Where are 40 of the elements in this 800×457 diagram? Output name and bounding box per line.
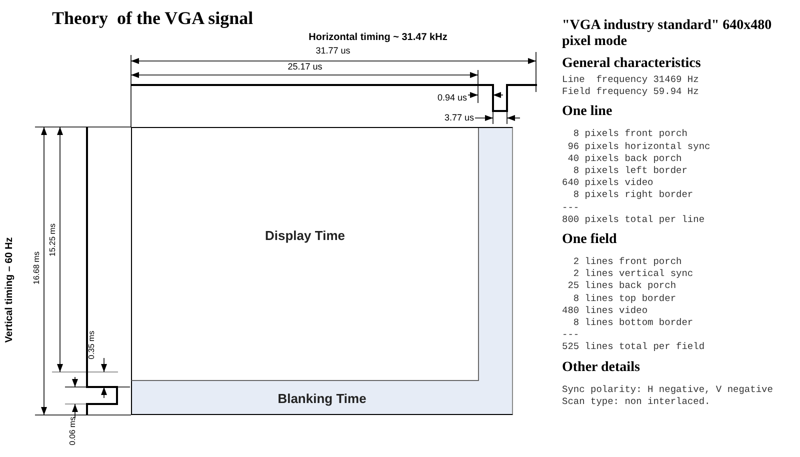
dimension-label: 15.25 ms: [49, 224, 57, 256]
dimension-label: 31.77 us: [316, 46, 350, 56]
area-label: Blanking Time: [278, 390, 366, 408]
spec-line: 8 pixels left border: [572, 165, 688, 178]
dimension-label: 0.35 ms: [88, 330, 96, 360]
spec-line: 8 lines top border: [572, 292, 678, 305]
blanking-area: [131, 127, 513, 415]
spec-line: 640 pixels video: [562, 177, 654, 190]
spec-line: Sync polarity: H negative, V negative: [562, 384, 774, 396]
spec-line: 40 pixels back porch: [566, 152, 683, 166]
spec-line: 800 pixels total per line: [562, 214, 706, 226]
section-heading: Other details: [562, 360, 641, 376]
section-heading: One field: [562, 232, 618, 248]
spec-line: 2 lines front porch: [572, 256, 683, 268]
axis-title: Vertical timing – 60 Hz: [5, 237, 15, 343]
spec-line: 25 lines back porch: [566, 280, 678, 293]
section-heading: One line: [562, 104, 614, 120]
spec-line: 8 pixels right border: [572, 189, 694, 202]
diagram-title: Theory of the VGA signal: [52, 7, 254, 30]
spec-line: 525 lines total per field: [562, 341, 706, 354]
dimension-label: 16.68 ms: [33, 252, 41, 284]
dimension-label: 3.77 us: [444, 114, 474, 122]
section-heading: "VGA industry standard" 640x480 pixel mode: [562, 18, 773, 50]
dimension-label: 0.06 ms: [69, 416, 77, 446]
axis-title: Horizontal timing ~ 31.47 kHz: [308, 33, 448, 43]
spec-line: Scan type: non interlaced.: [562, 396, 712, 408]
spec-line: Field frequency 59.94 Hz: [562, 86, 700, 98]
dimension-label: 25.17 us: [288, 62, 322, 72]
spec-line: 2 lines vertical sync: [572, 268, 694, 280]
spec-line: 8 lines bottom border: [572, 317, 694, 330]
spec-line: 96 pixels horizontal sync: [566, 140, 712, 153]
spec-line: 8 pixels front porch: [572, 128, 688, 141]
spec-line: 480 lines video: [562, 304, 649, 318]
dimension-label: 0.94 us: [437, 94, 467, 102]
spec-line: Line frequency 31469 Hz: [562, 74, 700, 86]
display-area: [131, 128, 479, 381]
section-heading: General characteristics: [562, 56, 702, 72]
spec-line: ---: [562, 329, 580, 342]
area-label: Display Time: [265, 227, 345, 246]
spec-line: ---: [562, 202, 580, 214]
